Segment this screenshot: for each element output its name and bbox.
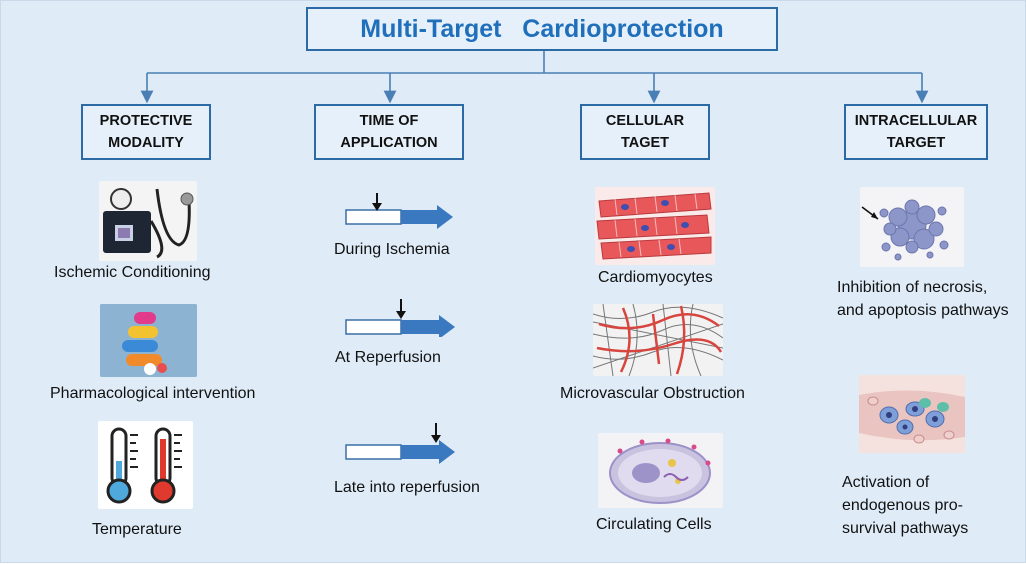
item-activation-pro-survival: Activation of endogenous pro-survival pa… xyxy=(842,474,969,537)
item-microvascular-obstruction: Microvascular Obstruction xyxy=(560,385,745,402)
item-at-reperfusion: At Reperfusion xyxy=(335,349,441,366)
item-ischemic-conditioning: Ischemic Conditioning xyxy=(54,264,211,281)
item-pharmacological-intervention: Pharmacological intervention xyxy=(50,385,256,402)
item-circulating-cells: Circulating Cells xyxy=(596,516,712,533)
item-temperature: Temperature xyxy=(92,521,182,538)
timeline-arrow-icon xyxy=(345,423,455,464)
timeline-arrow-icon xyxy=(345,299,455,337)
item-inhibition-necrosis-apoptosis: Inhibition of necrosis, and apoptosis pa… xyxy=(837,279,1009,319)
thermometers-icon xyxy=(98,421,193,509)
cardiomyocytes-icon xyxy=(595,187,715,265)
cell-icon xyxy=(598,433,723,508)
item-during-ischemia: During Ischemia xyxy=(334,241,450,258)
vessel-cells-icon xyxy=(859,375,965,453)
item-cardiomyocytes: Cardiomyocytes xyxy=(598,269,713,286)
diagram-title: Multi-Target Cardioprotection xyxy=(306,7,778,51)
item-late-into-reperfusion: Late into reperfusion xyxy=(334,479,480,496)
blood-pressure-cuff-icon xyxy=(99,181,197,261)
microvasculature-icon xyxy=(593,304,723,376)
timeline-arrow-icon xyxy=(345,193,453,229)
pills-icon xyxy=(100,304,197,377)
apoptotic-cell-icon xyxy=(860,187,964,267)
